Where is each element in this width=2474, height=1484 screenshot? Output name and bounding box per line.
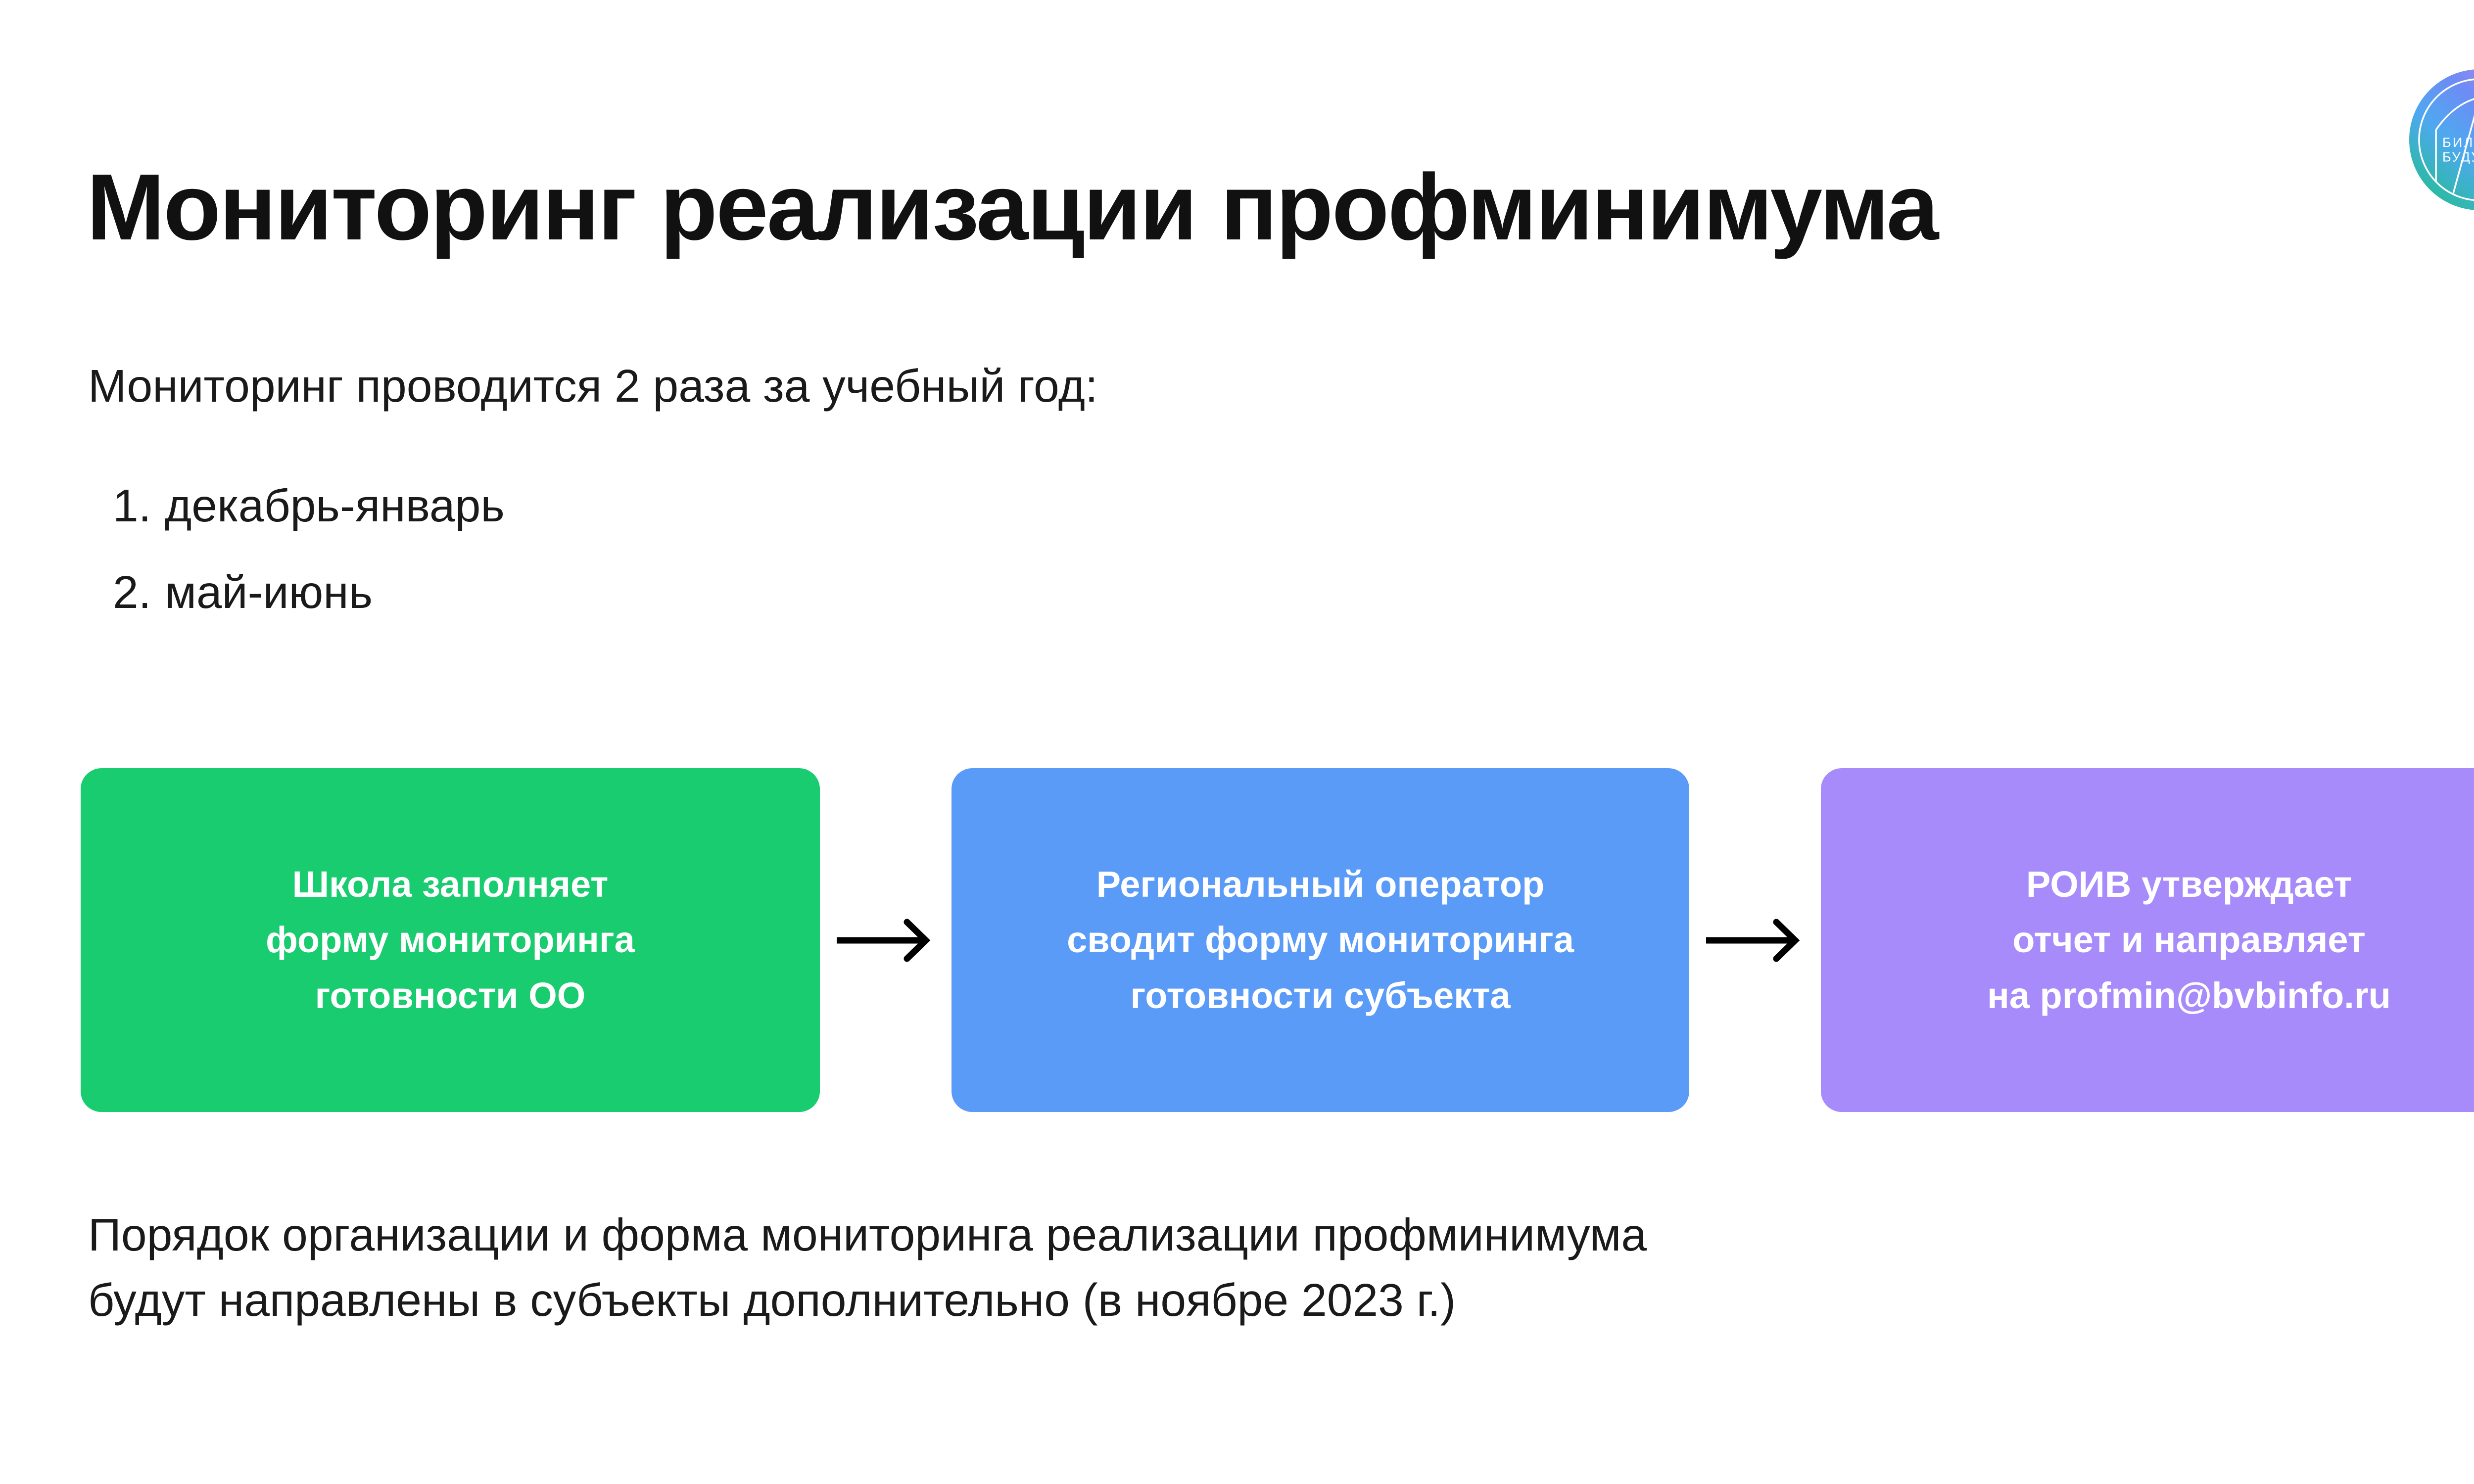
flow-card-line: сводит форму мониторинга bbox=[1067, 919, 1574, 961]
flow-card-line: Региональный оператор bbox=[1096, 863, 1545, 905]
flow-card-school: Школа заполняет форму мониторинга готовн… bbox=[81, 768, 820, 1112]
flow-card-regional-operator: Региональный оператор сводит форму монит… bbox=[952, 768, 1689, 1112]
list-item-label: декабрь-январь bbox=[165, 480, 505, 531]
logo-line-2: БУДУЩЕЕ bbox=[2442, 149, 2474, 165]
footnote-line: Порядок организации и форма мониторинга … bbox=[88, 1209, 1647, 1260]
list-item-number: 2. bbox=[113, 566, 151, 618]
flow-card-line: готовности ОО bbox=[315, 974, 586, 1016]
arrow-right-icon bbox=[820, 768, 952, 1112]
flow-card-line: готовности субъекта bbox=[1130, 974, 1511, 1016]
periods-list: 1. декабрь-январь 2. май-июнь bbox=[113, 483, 505, 656]
logo-line-1: БИЛЕТ В bbox=[2442, 135, 2474, 150]
list-item-number: 1. bbox=[113, 480, 151, 531]
process-flow: Школа заполняет форму мониторинга готовн… bbox=[81, 768, 2474, 1112]
flow-card-line: Школа заполняет bbox=[292, 863, 609, 905]
flow-card-roiv: РОИВ утверждает отчет и направляет на pr… bbox=[1821, 768, 2474, 1112]
intro-text: Мониторинг проводится 2 раза за учебный … bbox=[88, 360, 1098, 412]
flow-card-line: на profmin@bvbinfo.ru bbox=[1987, 974, 2391, 1016]
flow-card-line: РОИВ утверждает bbox=[2026, 863, 2352, 905]
flow-card-line: форму мониторинга bbox=[266, 919, 635, 961]
flow-card-line: отчет и направляет bbox=[2012, 919, 2366, 961]
list-item: 2. май-июнь bbox=[113, 569, 505, 615]
list-item: 1. декабрь-январь bbox=[113, 483, 505, 529]
footnote-text: Порядок организации и форма мониторинга … bbox=[88, 1202, 2364, 1333]
page-title: Мониторинг реализации профминимума bbox=[87, 155, 1939, 260]
arrow-right-icon bbox=[1689, 768, 1821, 1112]
list-item-label: май-июнь bbox=[165, 566, 373, 618]
footnote-line: будут направлены в субъекты дополнительн… bbox=[88, 1274, 1456, 1326]
bilet-v-budushchee-logo: БИЛЕТ В БУДУЩЕЕ ТВОЕ bbox=[2409, 69, 2474, 210]
